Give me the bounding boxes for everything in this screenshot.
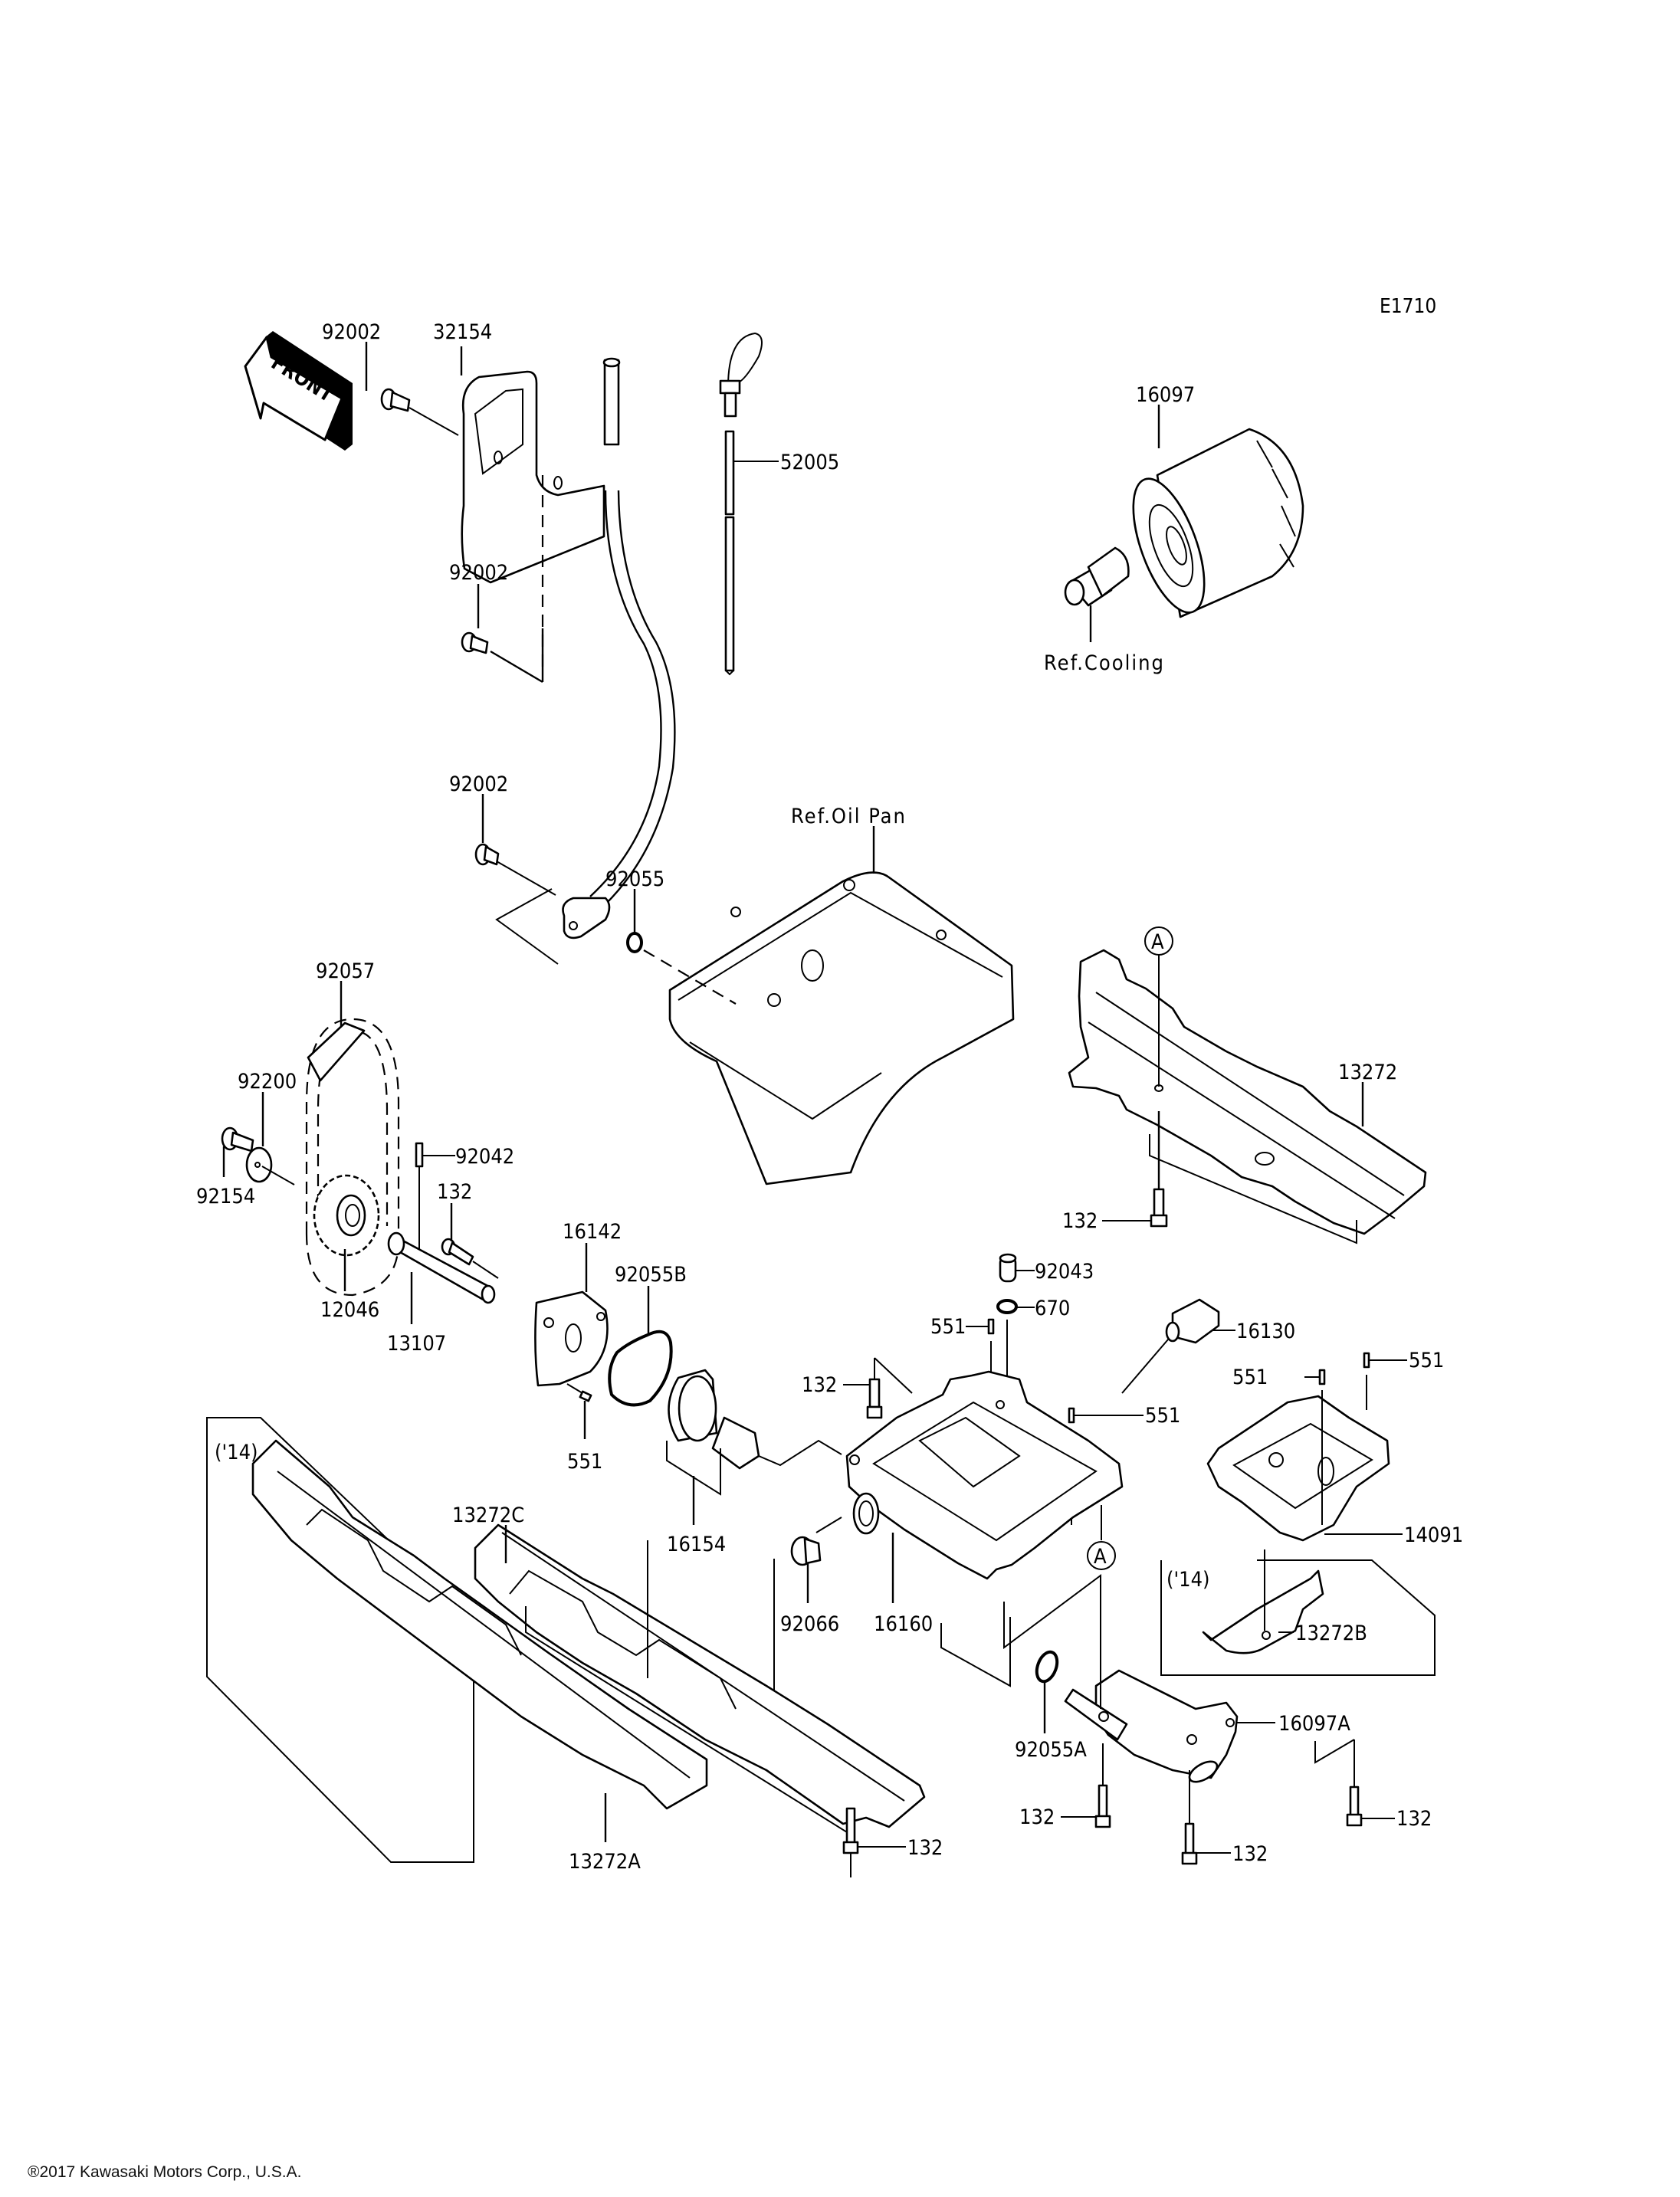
label-92002-mid[interactable]: 92002 <box>449 561 508 585</box>
copyright-text: ®2017 Kawasaki Motors Corp., U.S.A. <box>28 2163 302 2181</box>
relief-valve-16130[interactable] <box>1121 1298 1220 1394</box>
bolt-132-body[interactable] <box>866 1378 883 1419</box>
oring-92055[interactable] <box>626 932 643 953</box>
label-132-cover[interactable]: 132 <box>1062 1209 1098 1233</box>
label-92066[interactable]: 92066 <box>780 1612 839 1636</box>
plug-92066[interactable] <box>790 1517 842 1566</box>
label-16097A[interactable]: 16097A <box>1278 1712 1350 1736</box>
bolt-92002-top[interactable] <box>380 388 459 436</box>
bolt-132-filter-mid[interactable] <box>1181 1822 1198 1865</box>
pin-551-c[interactable] <box>1318 1369 1326 1385</box>
label-132-pump[interactable]: 132 <box>437 1180 472 1204</box>
shaft-13107[interactable] <box>387 1231 496 1304</box>
label-92043[interactable]: 92043 <box>1035 1260 1094 1284</box>
cooling-fitting <box>1064 546 1130 607</box>
label-551-c[interactable]: 551 <box>1232 1366 1268 1389</box>
ref-oil-pan[interactable]: Ref.Oil Pan <box>791 805 907 828</box>
label-132-body[interactable]: 132 <box>802 1373 837 1397</box>
label-132-filter-right[interactable]: 132 <box>1396 1807 1432 1831</box>
pin-92042[interactable] <box>415 1142 424 1168</box>
label-16142[interactable]: 16142 <box>563 1220 622 1244</box>
label-14091[interactable]: 14091 <box>1404 1523 1463 1547</box>
label-92154[interactable]: 92154 <box>196 1185 255 1208</box>
label-551-a[interactable]: 551 <box>930 1315 966 1339</box>
diagram-code: E1710 <box>1380 295 1436 318</box>
label-13272B[interactable]: 13272B <box>1295 1622 1367 1645</box>
svg-text:A: A <box>1151 930 1164 954</box>
label-13272A[interactable]: 13272A <box>569 1850 641 1874</box>
year-label-right: ('14) <box>1166 1568 1210 1592</box>
cover-13272[interactable] <box>1068 949 1427 1235</box>
shield-13272A[interactable] <box>251 1439 708 1810</box>
label-16130[interactable]: 16130 <box>1236 1320 1295 1343</box>
oil-filler-tube <box>589 357 676 905</box>
label-13272[interactable]: 13272 <box>1338 1061 1397 1084</box>
ref-cooling[interactable]: Ref.Cooling <box>1044 651 1165 675</box>
label-92057[interactable]: 92057 <box>316 959 375 983</box>
label-92055B[interactable]: 92055B <box>615 1263 687 1287</box>
label-13272C[interactable]: 13272C <box>452 1503 524 1527</box>
marker-a-top: A <box>1144 926 1173 1092</box>
label-92002-top[interactable]: 92002 <box>322 320 381 344</box>
label-551-pump[interactable]: 551 <box>567 1450 602 1474</box>
pin-551-b[interactable] <box>1068 1407 1075 1424</box>
year-box-left: ('14) <box>206 1417 474 1863</box>
washer-92200[interactable] <box>245 1146 295 1185</box>
dipstick-52005[interactable] <box>719 332 763 676</box>
label-92055[interactable]: 92055 <box>605 867 664 891</box>
bolt-132-filter-right[interactable] <box>1346 1785 1363 1827</box>
filter-base-16097A[interactable] <box>1064 1669 1239 1786</box>
label-12046[interactable]: 12046 <box>320 1298 379 1322</box>
strainer-body-14091[interactable] <box>1206 1395 1390 1542</box>
pin-551-a[interactable] <box>987 1318 995 1335</box>
pump-body-16160[interactable] <box>845 1370 1124 1580</box>
label-92055A[interactable]: 92055A <box>1015 1738 1087 1762</box>
label-670[interactable]: 670 <box>1035 1297 1070 1320</box>
bracket-32154[interactable] <box>461 370 605 584</box>
oring-92055A[interactable] <box>1033 1649 1061 1684</box>
chain-92057[interactable] <box>305 1018 400 1297</box>
oil-filter-16097[interactable] <box>1119 428 1304 621</box>
oring-670[interactable] <box>996 1299 1018 1314</box>
label-16160[interactable]: 16160 <box>874 1612 933 1636</box>
rotor-set-16154[interactable] <box>668 1369 760 1470</box>
pin-551-d[interactable] <box>1363 1352 1370 1369</box>
shield-13272C[interactable] <box>474 1523 926 1828</box>
label-92200[interactable]: 92200 <box>238 1070 297 1094</box>
bolt-92002-mid[interactable] <box>461 631 489 654</box>
gasket-92055B[interactable] <box>608 1330 673 1407</box>
bolt-132-pump[interactable] <box>441 1238 499 1279</box>
label-92002-low[interactable]: 92002 <box>449 772 508 796</box>
label-551-b[interactable]: 551 <box>1145 1404 1180 1428</box>
bolt-92002-low[interactable] <box>474 843 556 896</box>
label-551-d[interactable]: 551 <box>1409 1349 1444 1372</box>
shield-13272B[interactable] <box>1202 1569 1324 1654</box>
label-52005[interactable]: 52005 <box>780 451 839 474</box>
bolt-92154[interactable] <box>221 1126 254 1153</box>
label-32154[interactable]: 32154 <box>433 320 492 344</box>
pump-cover-16142[interactable] <box>534 1290 609 1387</box>
bolt-132-filter-left[interactable] <box>1094 1784 1111 1828</box>
tube-flange <box>562 897 611 939</box>
year-label-left: ('14) <box>215 1441 258 1464</box>
label-132-filter-mid[interactable]: 132 <box>1232 1842 1268 1866</box>
year-box-right: ('14) <box>1160 1559 1436 1676</box>
sprocket-12046[interactable] <box>313 1174 380 1257</box>
label-16097[interactable]: 16097 <box>1136 383 1195 407</box>
collar-92043[interactable] <box>999 1253 1017 1283</box>
label-132-bottom[interactable]: 132 <box>907 1836 943 1860</box>
front-arrow-icon: FRONT <box>244 331 353 451</box>
pin-551-pump[interactable] <box>579 1390 592 1402</box>
label-132-filter-left[interactable]: 132 <box>1019 1805 1055 1829</box>
label-16154[interactable]: 16154 <box>667 1533 726 1556</box>
label-92042[interactable]: 92042 <box>455 1145 514 1169</box>
oil-pan-reference <box>643 871 1015 1185</box>
label-13107[interactable]: 13107 <box>387 1332 446 1356</box>
svg-text:A: A <box>1094 1545 1107 1569</box>
marker-a-bottom: A <box>1087 1505 1116 1570</box>
bolt-132-cover[interactable] <box>1150 1188 1168 1228</box>
